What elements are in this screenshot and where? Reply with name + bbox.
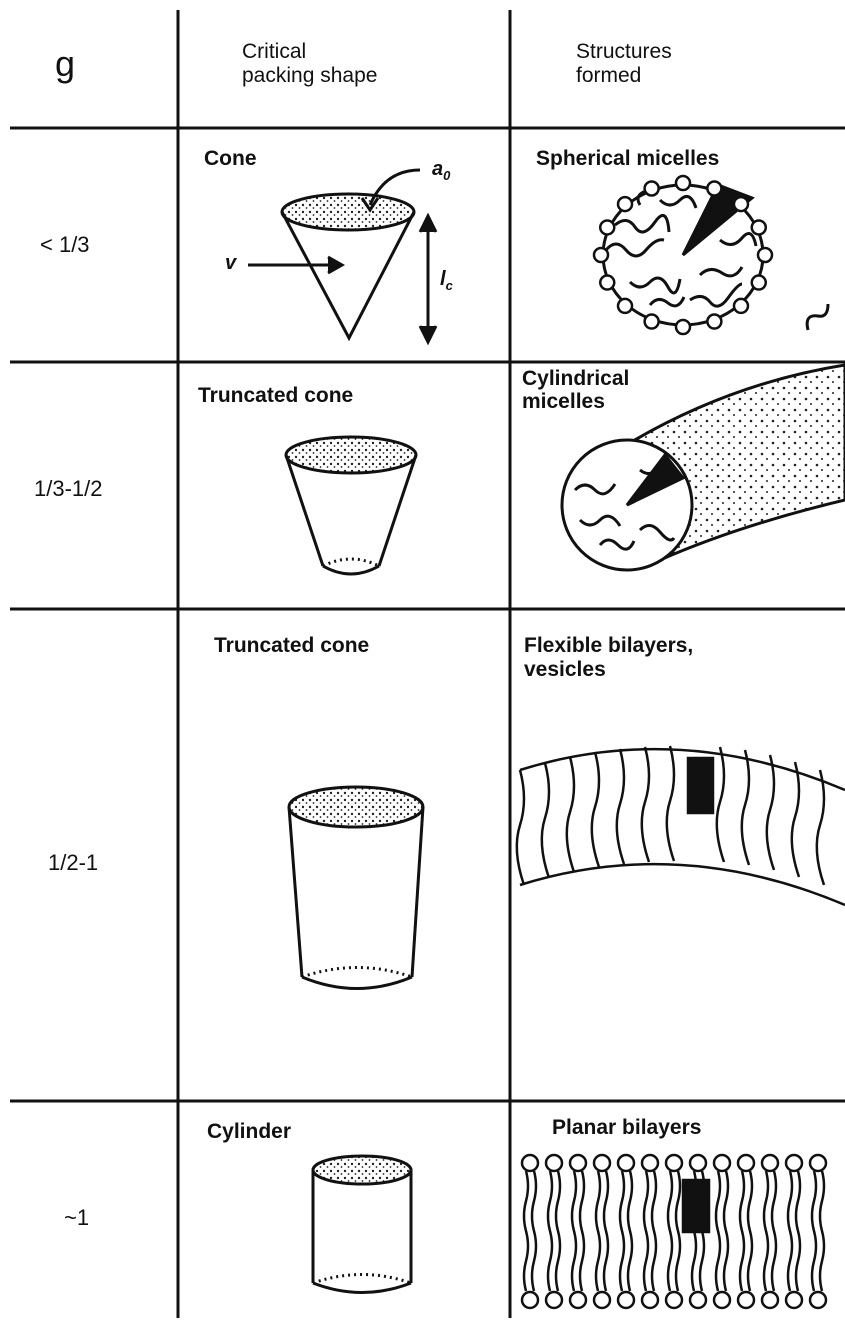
head-group [645,315,659,329]
shape-column-header-line-1: Critical [242,40,306,64]
head-group [752,220,766,234]
lipid-tail [764,1171,776,1291]
structure-label-row-2-line-1: Cylindrical [522,367,629,390]
head-group [738,1155,754,1171]
head-group [676,320,690,334]
volume-annotation: v [225,252,236,275]
lipid-tail [812,1171,824,1291]
lipid-tail [644,1171,656,1291]
head-group [786,1155,802,1171]
structure-column-header-line-1: Structures [576,40,672,64]
head-group [676,176,690,190]
shape-label-row-2: Truncated cone [198,384,353,407]
g-header: g [55,43,75,85]
head-group [758,248,772,262]
shape-label-row-4: Cylinder [207,1120,291,1143]
length-annotation: lc [440,268,453,293]
head-group [810,1292,826,1308]
head-group [570,1155,586,1171]
cone-shape [248,170,436,342]
shape-column-header-line-2: packing shape [242,64,377,88]
structure-label-row-3-line-1: Flexible bilayers, [524,634,693,657]
structure-label-row-2-line-2: micelles [522,390,605,413]
shape-label-row-3: Truncated cone [214,634,369,657]
head-group [690,1292,706,1308]
lipid-tail [740,1171,752,1291]
head-group [570,1292,586,1308]
lipid-tail [596,1171,608,1291]
g-value-row-2: 1/3-1/2 [34,476,103,502]
head-group [714,1155,730,1171]
g-value-row-4: ~1 [64,1205,89,1231]
head-group [714,1292,730,1308]
head-group [734,197,748,211]
head-group [707,315,721,329]
structure-column-header-line-2: formed [576,64,641,88]
head-group [600,276,614,290]
head-group [810,1155,826,1171]
head-group [522,1292,538,1308]
head-group [546,1292,562,1308]
head-group [618,197,632,211]
lipid-tail [668,1171,680,1291]
head-group [618,1155,634,1171]
head-group [618,1292,634,1308]
head-group [690,1155,706,1171]
head-group [594,1292,610,1308]
shape-label-row-1: Cone [204,147,257,170]
head-group [600,220,614,234]
structure-label-row-4: Planar bilayers [552,1116,701,1139]
structure-label-row-1: Spherical micelles [536,147,719,170]
flexible-bilayer [517,746,845,905]
structure-label-row-3-line-2: vesicles [524,658,606,681]
lipid-tail [548,1171,560,1291]
head-group [707,181,721,195]
head-group [786,1292,802,1308]
head-group [642,1292,658,1308]
head-group [645,181,659,195]
head-group [522,1155,538,1171]
head-group [762,1155,778,1171]
g-value-row-1: < 1/3 [40,232,90,258]
head-group [642,1155,658,1171]
area-annotation: a0 [432,158,450,183]
head-group [738,1292,754,1308]
truncated-cone-large-shape [289,787,423,989]
head-group [734,299,748,313]
head-group [666,1155,682,1171]
planar-bilayer [522,1155,826,1308]
head-group [546,1155,562,1171]
head-group [666,1292,682,1308]
lipid-tail [572,1171,584,1291]
head-group [594,248,608,262]
lipid-tail [788,1171,800,1291]
spherical-micelle [594,176,828,334]
lipid-tail [524,1171,536,1291]
g-value-row-3: 1/2-1 [48,850,98,876]
head-group [752,276,766,290]
truncated-cone-small-shape [286,437,416,574]
lipid-tail [620,1171,632,1291]
head-group [762,1292,778,1308]
lipid-tail [716,1171,728,1291]
head-group [594,1155,610,1171]
cylinder-shape [313,1156,411,1293]
head-group [618,299,632,313]
